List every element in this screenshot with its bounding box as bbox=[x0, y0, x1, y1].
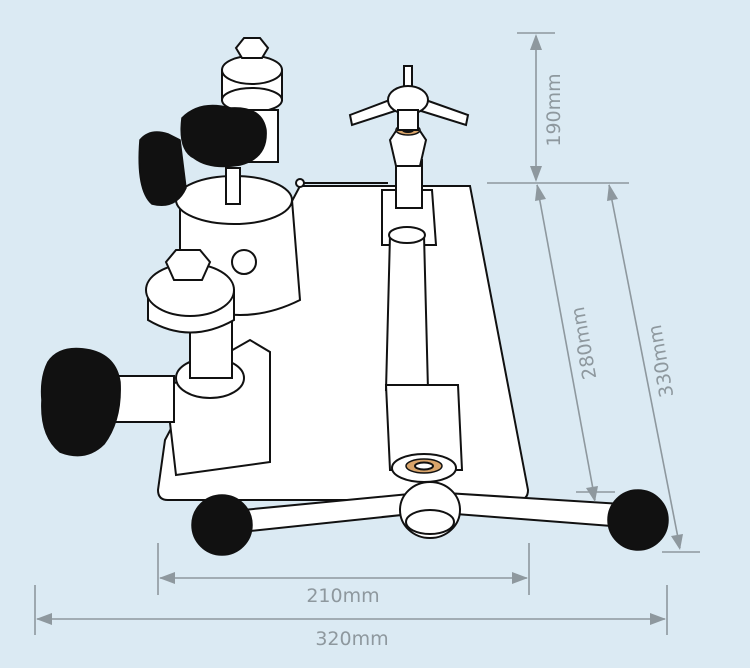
label-210mm: 210mm bbox=[306, 585, 379, 607]
dimension-280: 280mm bbox=[535, 184, 615, 502]
lower-knob bbox=[40, 347, 121, 457]
top-handle bbox=[348, 65, 470, 209]
dimension-320: 320mm bbox=[34, 585, 668, 650]
label-190mm: 190mm bbox=[543, 73, 565, 146]
lower-valve bbox=[40, 249, 271, 477]
right-foot-ball bbox=[607, 489, 669, 551]
left-foot-ball bbox=[191, 494, 253, 556]
label-320mm: 320mm bbox=[315, 628, 388, 650]
side-knob bbox=[138, 131, 187, 206]
dimension-210: 210mm bbox=[157, 543, 530, 607]
support-legs bbox=[191, 481, 669, 556]
dimension-190: 190mm bbox=[487, 32, 629, 184]
upper-knob bbox=[180, 104, 267, 168]
label-280mm: 280mm bbox=[567, 305, 601, 381]
